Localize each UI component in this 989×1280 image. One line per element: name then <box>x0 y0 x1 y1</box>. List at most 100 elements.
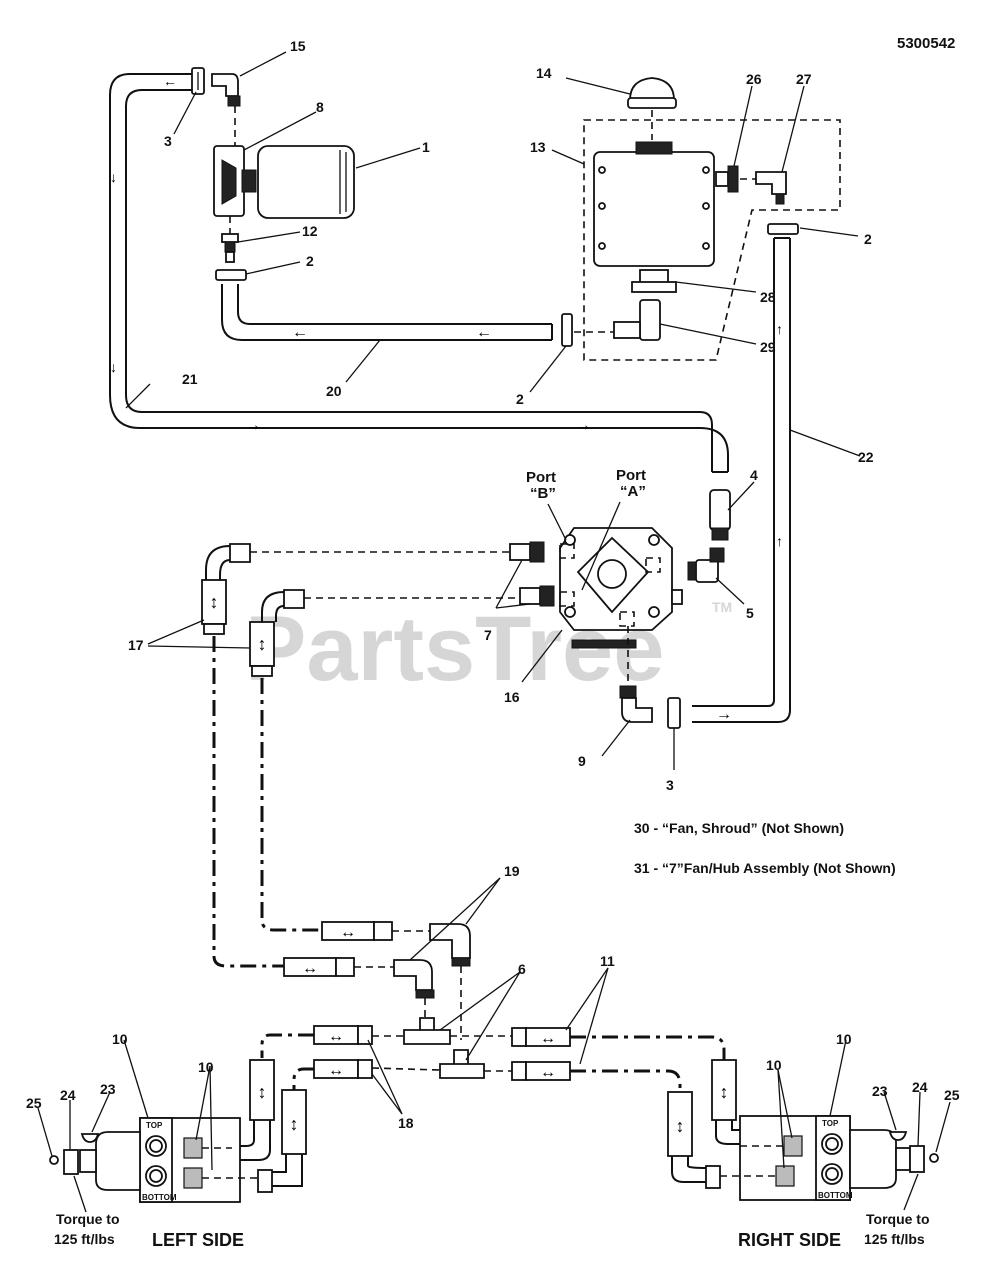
callout-10: 10 <box>836 1031 852 1047</box>
valve-bottom-label: BOTTOM <box>142 1193 177 1202</box>
callout-10: 10 <box>198 1059 214 1075</box>
port-a-label-letter: “A” <box>620 483 646 500</box>
cotter-pin-25 <box>49 1155 59 1165</box>
tee-fitting-6 <box>403 1017 451 1045</box>
callout-23: 23 <box>100 1081 116 1097</box>
tee-fitting-6 <box>439 1049 485 1079</box>
svg-text:↕: ↕ <box>258 1082 267 1102</box>
hose-clamp <box>561 313 573 347</box>
flow-arrow: ↑ <box>776 321 783 337</box>
reservoir-assembly-boundary <box>583 119 841 361</box>
callout-24: 24 <box>60 1087 76 1103</box>
flow-arrow: ↑ <box>776 533 783 549</box>
torque-left-line1: Torque to <box>56 1211 120 1227</box>
port-b-label-letter: “B” <box>530 485 556 502</box>
callout-2: 2 <box>306 253 314 269</box>
svg-text:↕: ↕ <box>290 1114 299 1134</box>
handle-24 <box>909 1145 925 1173</box>
callout-29: 29 <box>760 339 776 355</box>
svg-text:↔: ↔ <box>328 1028 344 1045</box>
hose-21 <box>109 73 729 472</box>
valve-spool <box>95 1131 141 1191</box>
fitting-12 <box>221 233 239 243</box>
flow-arrow: ↓ <box>110 169 117 185</box>
right-side-label: RIGHT SIDE <box>738 1230 841 1250</box>
svg-text:↔: ↔ <box>340 924 356 941</box>
callout-15: 15 <box>290 38 306 54</box>
callout-6: 6 <box>518 961 526 977</box>
callout-28: 28 <box>760 289 776 305</box>
hose-barb-fitting-4 <box>709 489 731 531</box>
port-a-label: Port <box>616 467 646 484</box>
straight-fitting-7 <box>509 543 531 561</box>
torque-right-line2: 125 ft/lbs <box>864 1231 925 1247</box>
valve-top-label: TOP <box>822 1119 839 1128</box>
left-side-label: LEFT SIDE <box>152 1230 244 1250</box>
hose-clamp <box>215 269 247 281</box>
reservoir-cap <box>629 77 675 101</box>
svg-text:↕: ↕ <box>210 592 219 612</box>
hose-17-protector <box>201 579 227 625</box>
flow-arrow: ← <box>476 324 492 341</box>
flow-arrow: ← <box>163 73 177 89</box>
torque-left-line2: 125 ft/lbs <box>54 1231 115 1247</box>
callout-4: 4 <box>750 467 758 483</box>
callout-3: 3 <box>164 133 172 149</box>
callout-10: 10 <box>112 1031 128 1047</box>
callout-12: 12 <box>302 223 318 239</box>
elbow-fitting-19 <box>393 959 433 991</box>
hose-run <box>570 1069 682 1092</box>
svg-text:↔: ↔ <box>328 1062 344 1079</box>
callout-2: 2 <box>864 231 872 247</box>
callout-9: 9 <box>578 753 586 769</box>
callout-25: 25 <box>26 1095 42 1111</box>
svg-text:↔: ↔ <box>540 1030 556 1047</box>
svg-text:↕: ↕ <box>258 634 267 654</box>
flow-arrow: ← <box>292 324 308 341</box>
note-31: 31 - “7”Fan/Hub Assembly (Not Shown) <box>634 860 896 876</box>
callout-24: 24 <box>912 1079 928 1095</box>
elbow-fitting-5 <box>695 559 719 583</box>
flow-arrow: → <box>716 706 732 723</box>
elbow-fitting-29 <box>639 299 661 341</box>
callout-13: 13 <box>530 139 546 155</box>
valve-top-label: TOP <box>146 1121 163 1130</box>
valve-spool <box>849 1129 897 1189</box>
reservoir-tank <box>593 151 715 267</box>
elbow-fitting-9 <box>619 685 637 699</box>
svg-text:↔: ↔ <box>540 1064 556 1081</box>
hose-protector <box>281 1089 307 1155</box>
callout-7: 7 <box>484 627 492 643</box>
hose-protector <box>249 1059 275 1121</box>
callout-27: 27 <box>796 71 812 87</box>
hose-run <box>260 678 322 932</box>
hose-run <box>212 636 284 968</box>
callout-11: 11 <box>600 953 615 969</box>
callout-2: 2 <box>516 391 524 407</box>
straight-fitting-7 <box>519 587 541 605</box>
callout-23: 23 <box>872 1083 888 1099</box>
hose-protector <box>667 1091 693 1157</box>
callout-1: 1 <box>422 139 430 155</box>
hose-protector <box>711 1059 737 1121</box>
clip-23 <box>80 1133 100 1143</box>
watermark-tm: TM <box>712 599 732 615</box>
hose-22 <box>692 238 775 707</box>
hose-20 <box>221 284 552 341</box>
valve-bottom-label: BOTTOM <box>818 1191 853 1200</box>
hose-run <box>260 1033 314 1058</box>
hose-clamp <box>667 697 681 729</box>
elbow-fitting-15 <box>211 73 239 97</box>
hose-end-fitting <box>229 543 251 563</box>
callout-22: 22 <box>858 449 874 465</box>
callout-14: 14 <box>536 65 552 81</box>
hose-end-fitting-11 <box>511 1061 527 1081</box>
hose-end-fitting-11 <box>511 1027 527 1047</box>
cotter-pin-25 <box>929 1153 939 1163</box>
callout-20: 20 <box>326 383 342 399</box>
flow-arrow: ↓ <box>110 359 117 375</box>
note-30: 30 - “Fan, Shroud” (Not Shown) <box>634 820 844 836</box>
torque-right-line1: Torque to <box>866 1211 930 1227</box>
callout-21: 21 <box>182 371 198 387</box>
callout-19: 19 <box>504 863 520 879</box>
